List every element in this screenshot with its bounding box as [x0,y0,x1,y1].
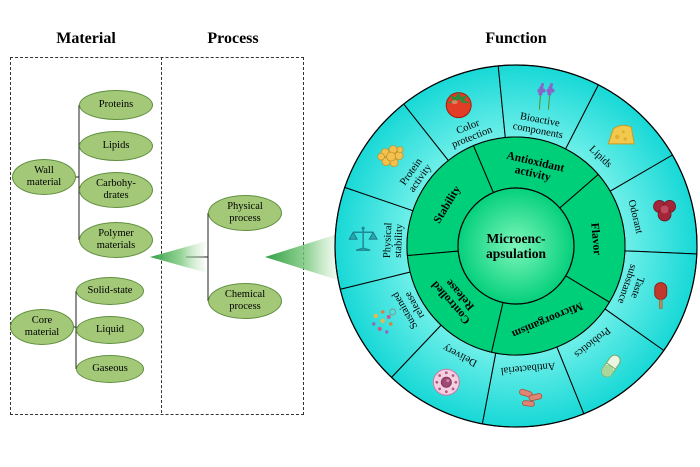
cheese-icon [607,124,635,145]
particles-icon [371,308,397,334]
taste-icon [654,282,668,309]
node-solid-state: Solid-state [76,277,144,305]
node-lipids: Lipids [79,131,153,161]
tomato-icon [445,92,472,119]
wheel-label-flavor: Flavor [588,222,603,256]
capsule-icon [601,354,621,378]
wheel-center-label: Microenc-apsulation [486,231,547,261]
process-header: Process [207,30,259,47]
function-wheel: ColorprotectionBioactivecomponentsLipids… [334,64,698,428]
node-wall-material: Wall material [12,159,76,195]
material-process-box [10,57,304,415]
rose-icon [653,200,676,222]
scales-icon [348,226,378,251]
node-polymer-materials: Polymer materials [79,222,153,258]
wheel-center-circle [457,187,575,305]
node-proteins: Proteins [79,90,153,120]
node-physical-process: Physical process [208,195,282,231]
material-header: Material [56,30,116,47]
node-chemical-process: Chemical process [208,283,282,319]
material-process-divider [161,57,162,413]
bacteria-icon [519,388,543,407]
wheel-label-antibacterial: Antibacterial [500,360,556,376]
liposome-icon [432,368,460,396]
lavender-icon [537,83,555,110]
protein-icon [377,145,404,168]
function-header: Function [485,30,547,47]
wheel-label-physical-stability: Physicalstability [382,222,406,259]
node-gaseous: Gaseous [76,355,144,383]
node-core-material: Core material [10,309,74,345]
node-carbohydrates: Carbohy- drates [79,172,153,208]
node-liquid: Liquid [76,316,144,344]
